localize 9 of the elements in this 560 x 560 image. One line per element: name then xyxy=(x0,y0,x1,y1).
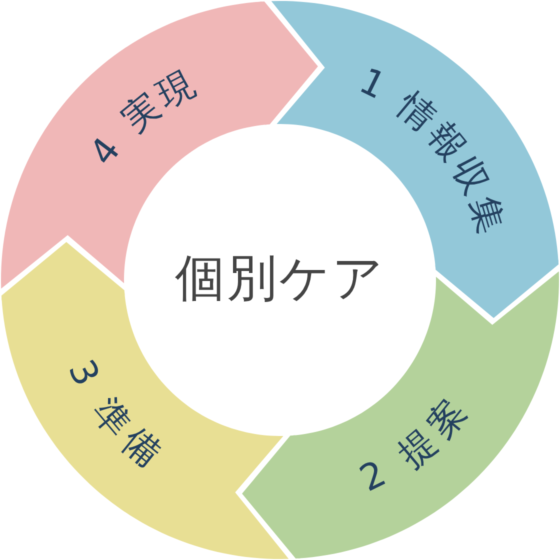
step-label: 3 準備 xyxy=(60,354,174,478)
step-label: 1 情報収集 xyxy=(353,60,514,244)
step-label: 2 提案 xyxy=(354,386,478,500)
step-label: 4 実現 xyxy=(82,60,207,173)
chevron-arrow xyxy=(435,260,559,318)
center-label: 個別ケア xyxy=(175,249,385,307)
chevron-arrow xyxy=(1,242,125,300)
chevron-arrow xyxy=(260,1,318,125)
chevron-arrow xyxy=(242,435,300,559)
